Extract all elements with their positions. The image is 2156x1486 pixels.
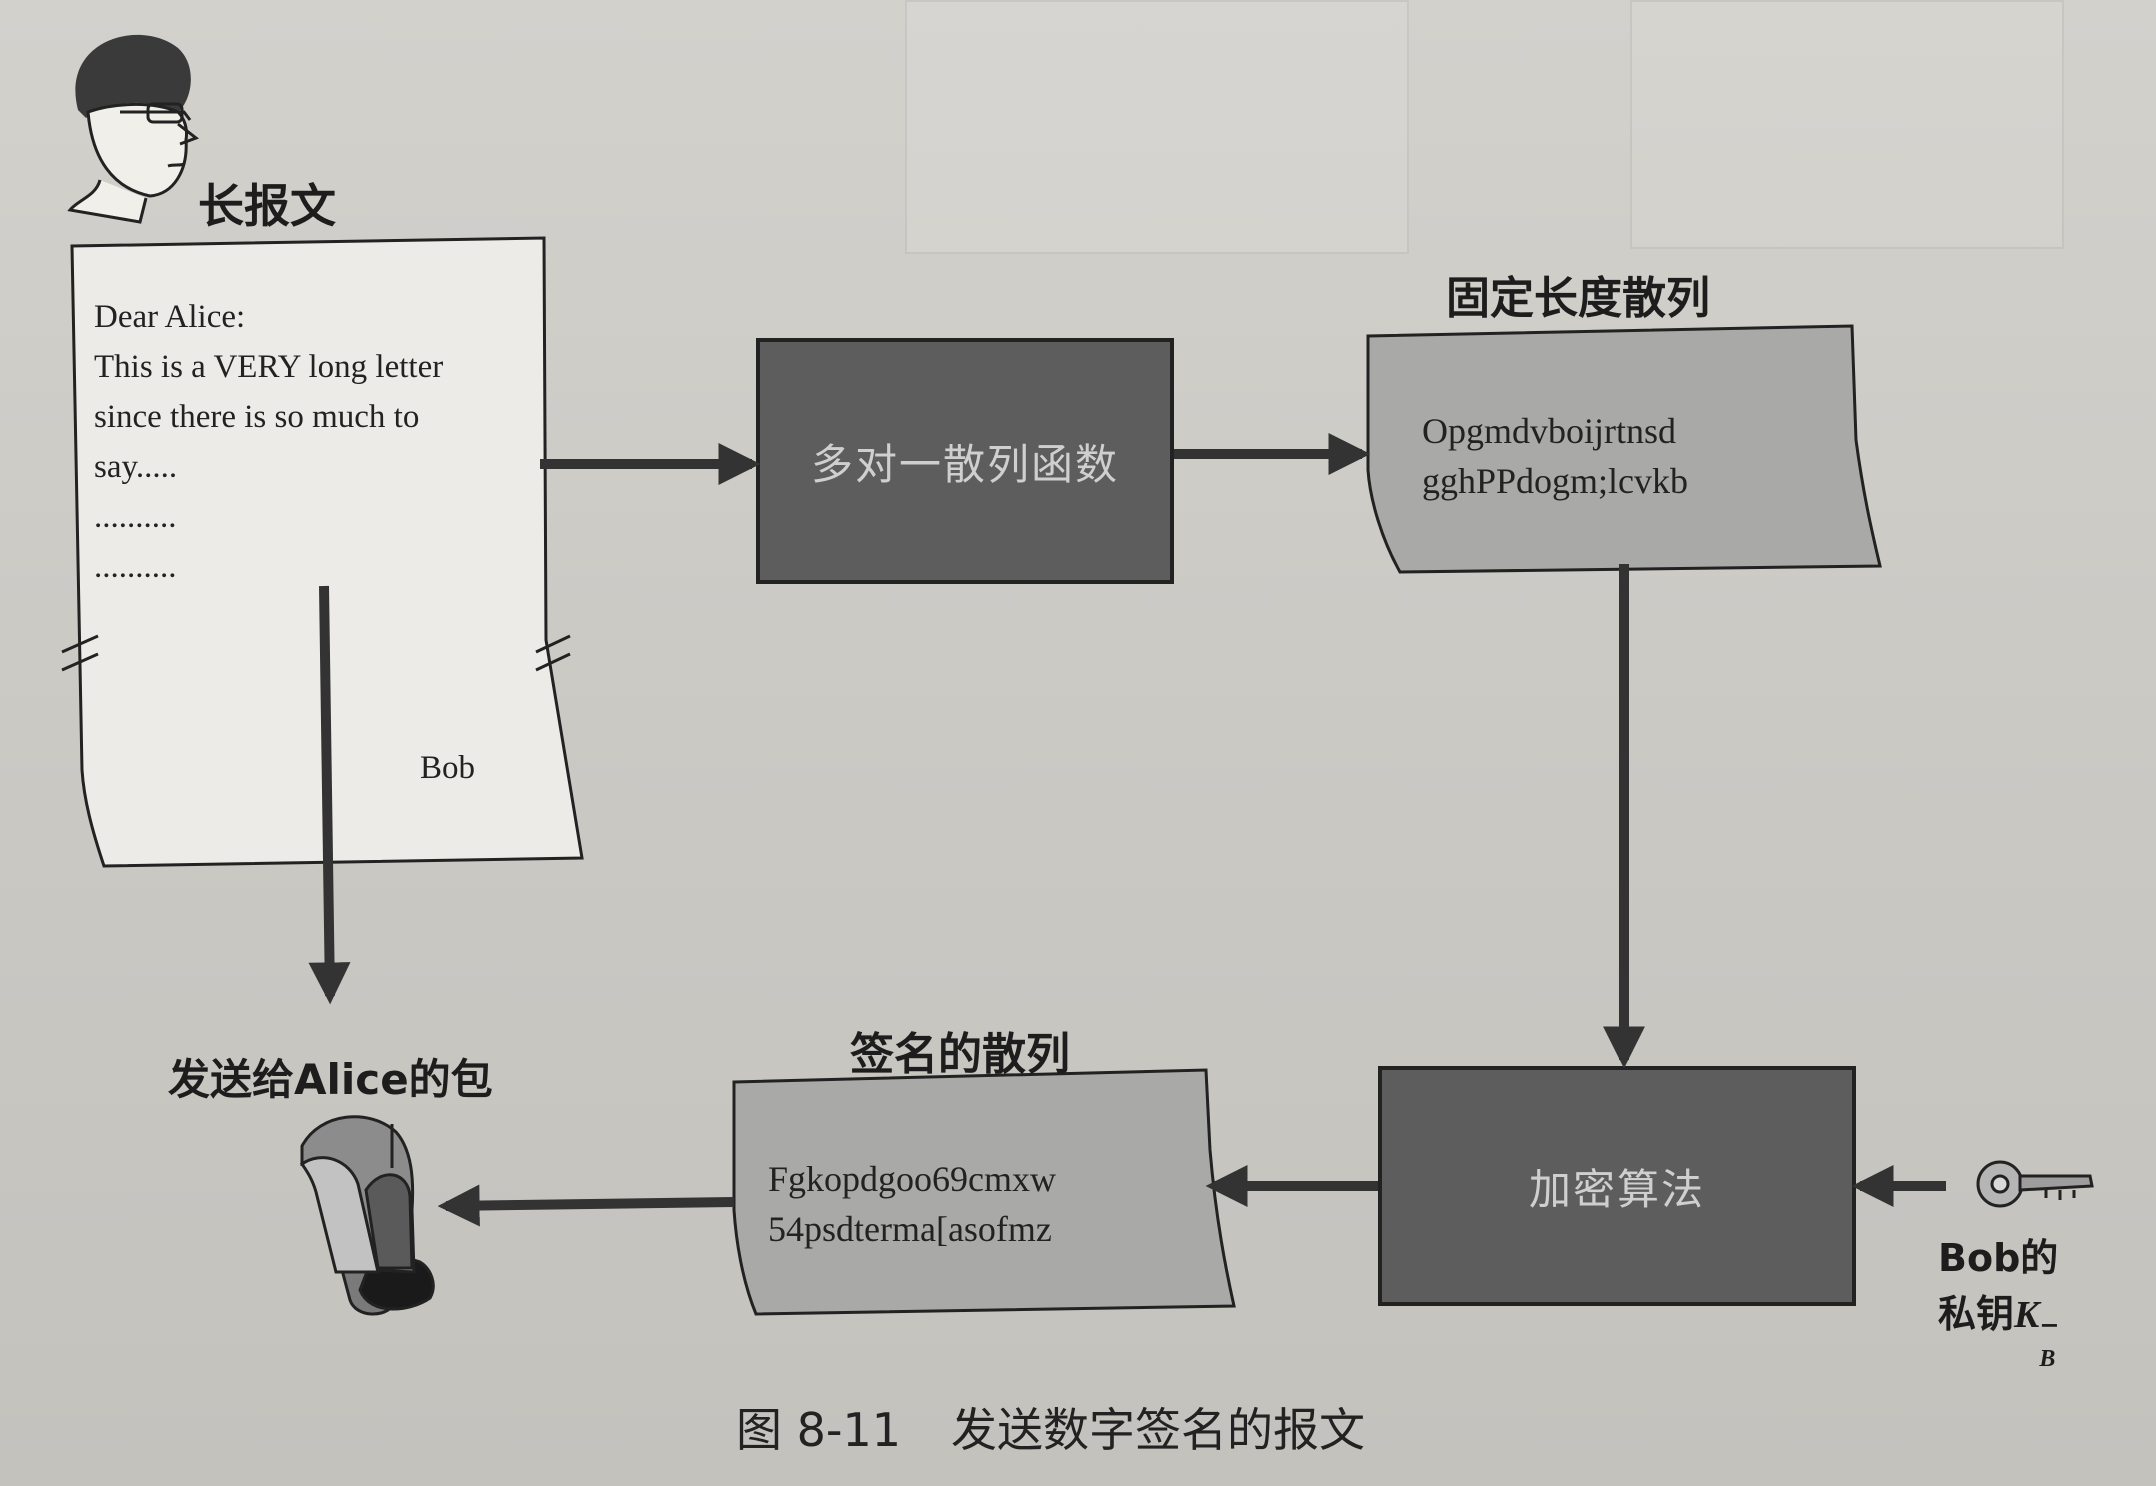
- letter-line: This is a VERY long letter: [94, 349, 444, 385]
- key-label-prefix: 私钥: [1938, 1292, 2015, 1336]
- encryption-label: 加密算法: [1528, 1164, 1705, 1214]
- key-superscript: −: [2039, 1311, 2060, 1339]
- hash-function-box: [756, 338, 1174, 584]
- flow-arrows: [308, 433, 1946, 1227]
- letter-line: since there is so much to: [94, 399, 420, 435]
- caption-number: 图 8-11: [736, 1403, 902, 1457]
- letter-line: ..........: [94, 499, 177, 535]
- letter-line: say.....: [94, 449, 178, 485]
- label-signed-hash: 签名的散列: [850, 1029, 1070, 1080]
- hash-line: Opgmdvboijrtnsd: [1422, 411, 1677, 451]
- key-subscript: B: [2039, 1346, 2056, 1372]
- hash-line: gghPPdogm;lcvkb: [1422, 461, 1689, 501]
- caption-text: 发送数字签名的报文: [951, 1403, 1366, 1457]
- figure-caption: 图 8-11 发送数字签名的报文: [736, 1394, 1365, 1460]
- mailbox-icon: [299, 1115, 435, 1316]
- label-long-message: 长报文: [198, 179, 336, 233]
- signed-hash-line: Fgkopdgoo69cmxw: [768, 1159, 1056, 1199]
- letter-break-marks: [61, 634, 571, 672]
- label-bob-private-key: Bob的 私钥K− B: [1938, 1230, 2059, 1372]
- hash-function-label: 多对一散列函数: [810, 439, 1119, 489]
- key-icon: [1976, 1160, 2094, 1208]
- signed-hash-line: 54psdterma[asofmz: [768, 1209, 1052, 1249]
- letter-signature: Bob: [420, 750, 476, 786]
- letter-body: Dear Alice: This is a VERY long letter s…: [94, 292, 443, 592]
- hash-value: Opgmdvboijrtnsd gghPPdogm;lcvkb: [1422, 406, 1688, 506]
- encryption-box: [1378, 1066, 1856, 1306]
- background-ghost-frame: [1630, 0, 2064, 249]
- letter-line: Dear Alice:: [94, 299, 246, 335]
- key-label-line2: 私钥K− B: [1938, 1286, 2059, 1372]
- key-label-line1: Bob的: [1938, 1236, 2059, 1280]
- arrow-signed-to-package: [437, 1184, 735, 1227]
- signed-hash-value: Fgkopdgoo69cmxw 54psdterma[asofmz: [768, 1154, 1056, 1254]
- label-fixed-hash: 固定长度散列: [1446, 273, 1710, 324]
- letter-line: ..........: [94, 549, 177, 585]
- arrow-letter-to-package: [308, 585, 351, 1005]
- key-symbol: K: [2014, 1294, 2040, 1336]
- long-letter-document: [70, 236, 584, 868]
- background-ghost-frame: [905, 0, 1409, 254]
- label-package: 发送给Alice的包: [168, 1055, 493, 1104]
- person-portrait-icon: [67, 34, 200, 224]
- fixed-hash-document: [1366, 324, 1882, 574]
